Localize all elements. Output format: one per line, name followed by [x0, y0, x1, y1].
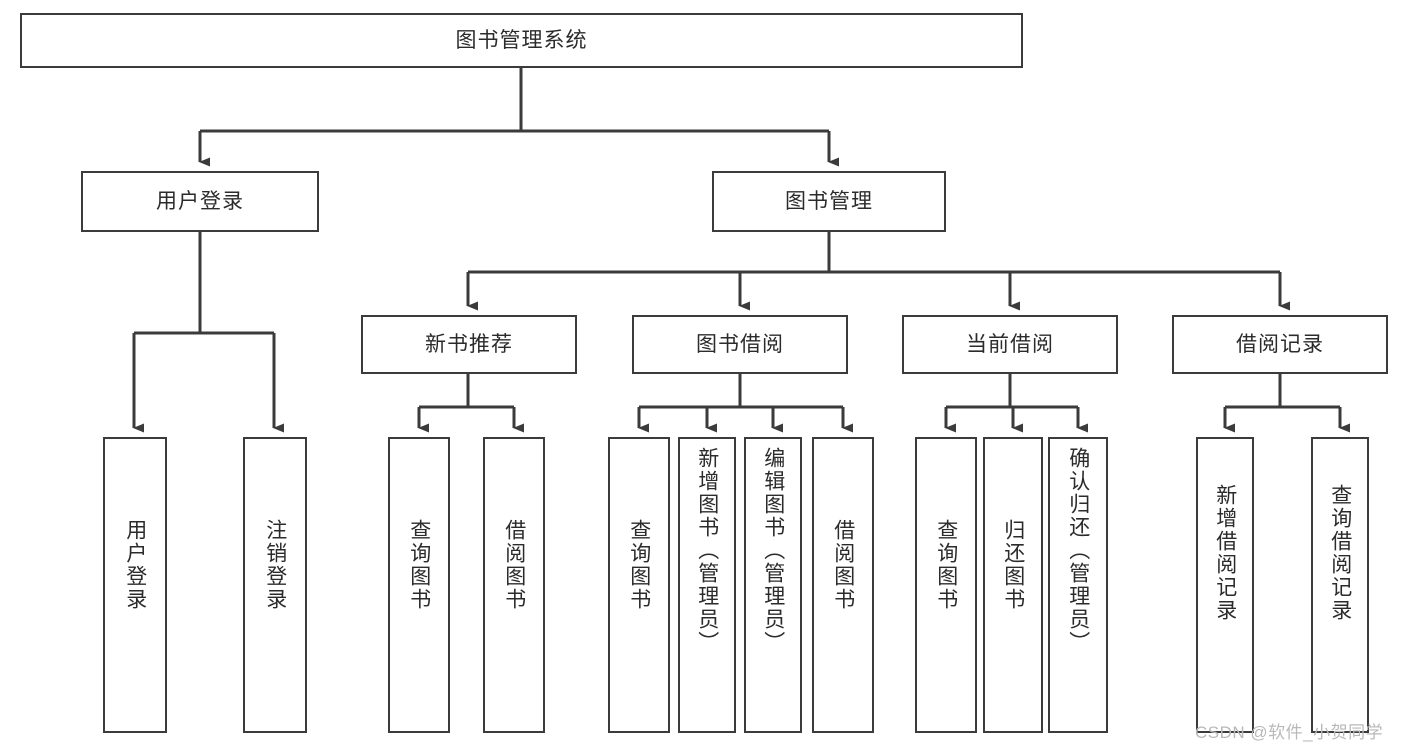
node-leaf-label: 借阅图书	[831, 519, 855, 611]
node-user-login[interactable]: 用户登录	[81, 171, 319, 232]
node-leaf-label: 注销登录	[263, 519, 287, 611]
node-book-management-label: 图书管理	[785, 189, 873, 213]
node-book-borrow[interactable]: 图书借阅	[632, 315, 848, 374]
node-borrow-record-label: 借阅记录	[1236, 332, 1324, 356]
node-leaf-user-login[interactable]: 用户登录	[103, 437, 167, 733]
node-book-management[interactable]: 图书管理	[712, 171, 946, 232]
node-leaf-return-book[interactable]: 归还图书	[983, 437, 1043, 733]
node-leaf-label: 新增图书（管理员）	[695, 447, 719, 654]
node-leaf-edit-book-admin[interactable]: 编辑图书（管理员）	[744, 437, 802, 733]
node-new-book-recommend[interactable]: 新书推荐	[361, 315, 577, 374]
node-leaf-label: 查询图书	[627, 519, 651, 611]
node-leaf-logout[interactable]: 注销登录	[243, 437, 307, 733]
node-user-login-label: 用户登录	[156, 189, 244, 213]
node-leaf-query-book-b[interactable]: 查询图书	[608, 437, 670, 733]
csdn-watermark: CSDN @软件_小贺同学	[1195, 723, 1384, 742]
node-leaf-label: 查询借阅记录	[1328, 484, 1352, 622]
node-leaf-query-book-a[interactable]: 查询图书	[388, 437, 450, 733]
node-leaf-query-book-c[interactable]: 查询图书	[915, 437, 977, 733]
node-leaf-label: 查询图书	[407, 519, 431, 611]
node-leaf-add-borrow-record[interactable]: 新增借阅记录	[1196, 437, 1254, 733]
node-leaf-add-book-admin[interactable]: 新增图书（管理员）	[678, 437, 736, 733]
node-book-borrow-label: 图书借阅	[696, 332, 784, 356]
node-leaf-label: 新增借阅记录	[1213, 484, 1237, 622]
node-leaf-label: 查询图书	[934, 519, 958, 611]
node-root-label: 图书管理系统	[455, 28, 588, 52]
node-leaf-borrow-book-b[interactable]: 借阅图书	[812, 437, 874, 733]
node-leaf-label: 确认归还（管理员）	[1066, 447, 1090, 654]
node-leaf-label: 归还图书	[1001, 519, 1025, 611]
node-current-borrow-label: 当前借阅	[966, 332, 1054, 356]
node-new-book-recommend-label: 新书推荐	[425, 332, 513, 356]
node-leaf-label: 编辑图书（管理员）	[761, 447, 785, 654]
node-borrow-record[interactable]: 借阅记录	[1172, 315, 1388, 374]
node-leaf-label: 借阅图书	[502, 519, 526, 611]
node-leaf-label: 用户登录	[123, 519, 147, 611]
node-current-borrow[interactable]: 当前借阅	[902, 315, 1118, 374]
node-leaf-confirm-return-admin[interactable]: 确认归还（管理员）	[1048, 437, 1108, 733]
node-root-system[interactable]: 图书管理系统	[20, 13, 1023, 68]
node-leaf-query-borrow-record[interactable]: 查询借阅记录	[1311, 437, 1369, 733]
node-leaf-borrow-book-a[interactable]: 借阅图书	[483, 437, 545, 733]
